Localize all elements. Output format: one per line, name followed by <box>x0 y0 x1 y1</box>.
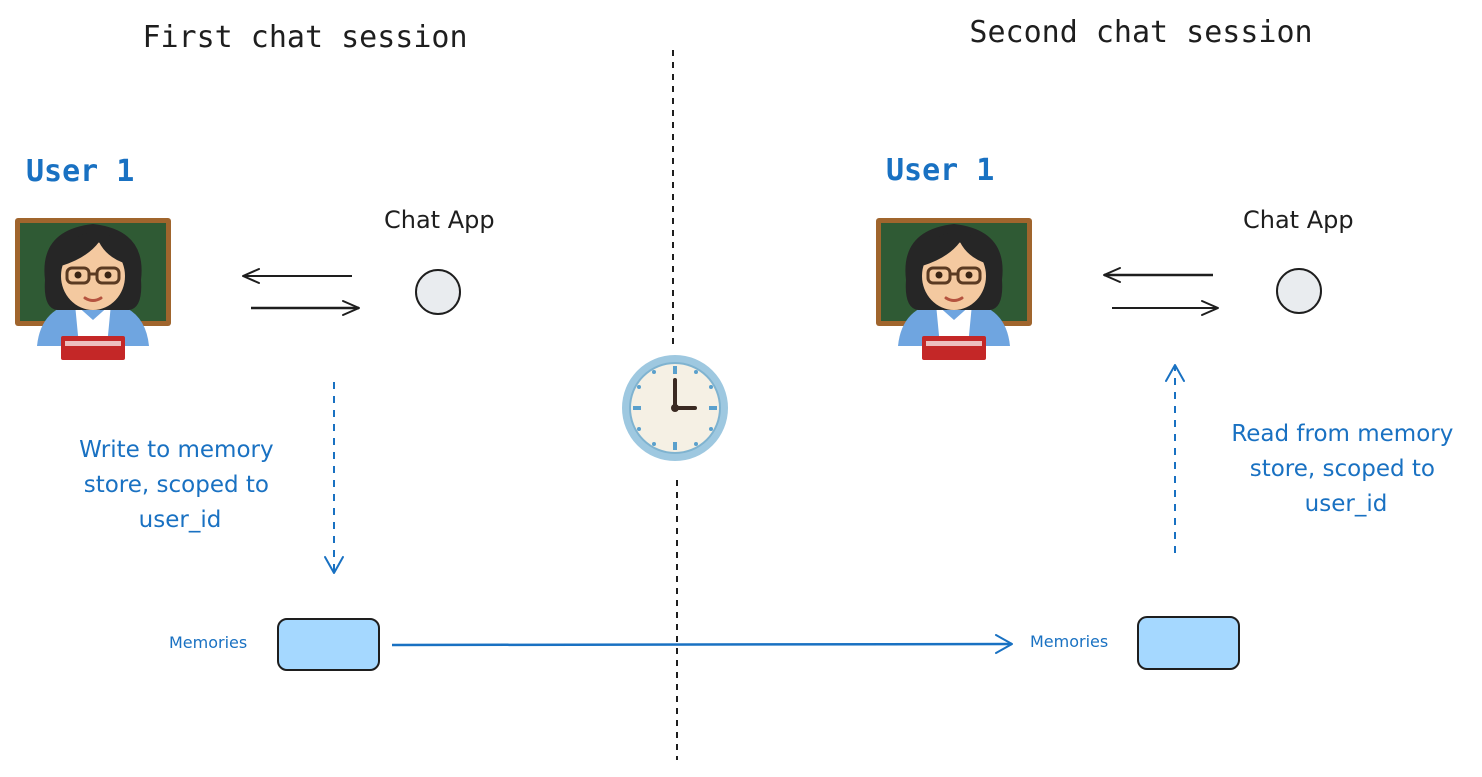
first-session-title: First chat session <box>142 20 467 55</box>
svg-text:Read from memory store,: Read from memory store, scoped to user_i… <box>1231 421 1460 517</box>
clock-icon <box>622 355 728 461</box>
second-session: User 1 Chat App Read from memory store, … <box>874 153 1460 670</box>
teacher-woman-icon <box>13 216 173 362</box>
annotation-line: store, scoped to <box>1250 456 1435 482</box>
svg-text:Write to memory store, s: Write to memory store, scoped to user_id <box>79 437 281 533</box>
teacher-woman-icon <box>874 216 1034 362</box>
chat-app-label: Chat App <box>384 206 495 234</box>
annotation-line: Read from memory <box>1231 421 1453 447</box>
memory-carryover-arrow <box>391 634 1013 655</box>
chat-app-label: Chat App <box>1243 206 1354 234</box>
first-session: User 1 Chat App Write to memory store, s… <box>13 154 495 671</box>
memory-store-box <box>277 618 380 671</box>
user-label: User 1 <box>26 154 134 189</box>
annotation-line: user_id <box>1305 491 1388 517</box>
annotation-line: store, scoped to <box>84 472 269 498</box>
memory-store-box <box>1137 616 1240 670</box>
memories-label: Memories <box>1030 632 1108 651</box>
chat-app-node <box>1276 268 1322 314</box>
memories-label: Memories <box>169 633 247 652</box>
second-session-title: Second chat session <box>969 15 1312 50</box>
user-label: User 1 <box>886 153 994 188</box>
annotation-line: user_id <box>139 507 222 533</box>
chat-app-node <box>415 269 461 315</box>
annotation-line: Write to memory <box>79 437 274 463</box>
